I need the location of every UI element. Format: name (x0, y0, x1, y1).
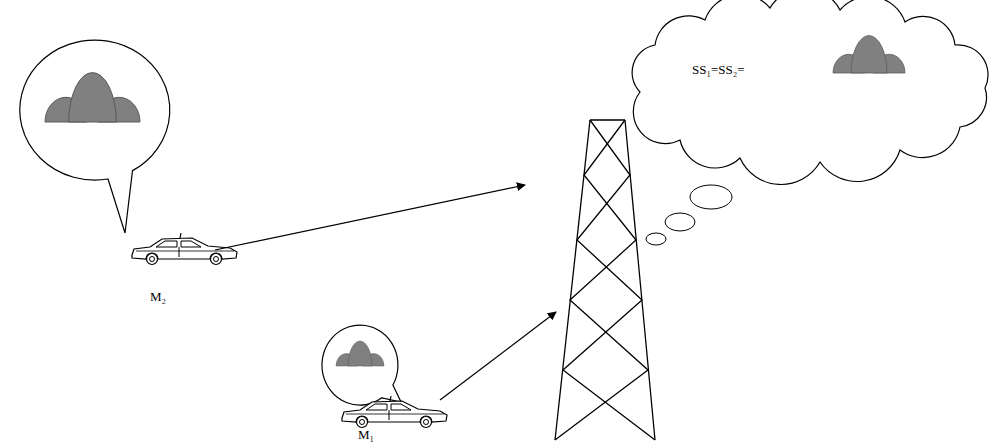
cloud-node: SS₁=SS₂= (630, 5, 990, 165)
car-node: M₂ (128, 230, 242, 306)
signal-strength-shape (45, 73, 140, 122)
thought-bubble (690, 185, 732, 209)
signal-strength-shape (833, 36, 905, 73)
thought-bubble (665, 213, 695, 231)
signal-arrow (215, 185, 525, 250)
thought-bubble (646, 233, 666, 245)
node-label: M₁ (358, 428, 374, 441)
tower-symbol (555, 120, 655, 440)
signal-strength-shape (336, 341, 384, 366)
node-label: M₂ (150, 290, 166, 303)
car-node: M₁ (338, 396, 452, 442)
car-symbol (342, 396, 447, 428)
speech-bubble (322, 325, 401, 405)
node-label: SS₁=SS₂= (692, 63, 745, 76)
speech-bubble (20, 40, 170, 233)
signal-arrow (440, 312, 556, 400)
thought-cloud (632, 0, 988, 185)
